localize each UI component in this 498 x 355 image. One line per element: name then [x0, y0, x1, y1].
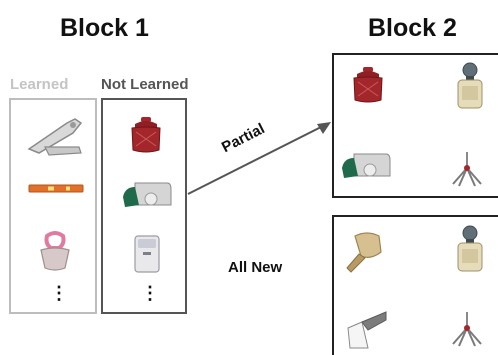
block-2-title: Block 2 [368, 14, 457, 42]
all-new-label: All New [228, 259, 283, 276]
lighter-icon [347, 311, 387, 349]
not-learned-box [101, 98, 187, 314]
multitool-icon [452, 152, 482, 187]
bottle-icon [457, 225, 483, 272]
tape-dispenser-icon [123, 182, 172, 207]
tape-dispenser-icon [342, 153, 391, 178]
block-1-title: Block 1 [60, 14, 149, 42]
partial-set-box [332, 53, 498, 198]
new-set-box [332, 215, 498, 355]
not-learned-label: Not Learned [101, 76, 189, 93]
red-jar-icon [131, 117, 161, 153]
learned-label: Learned [10, 76, 69, 93]
stapler-icon [27, 118, 83, 156]
bottle-icon [457, 62, 483, 109]
learned-more-indicator: ⋮ [50, 283, 68, 303]
dispenser-box-icon [134, 235, 160, 273]
partial-arrow [187, 122, 331, 195]
not-learned-more-indicator: ⋮ [141, 283, 159, 303]
scoop-icon [346, 232, 382, 273]
level-icon [28, 184, 84, 193]
bag-clip-icon [40, 231, 70, 271]
multitool-icon [452, 312, 482, 347]
red-jar-icon [353, 67, 383, 103]
learned-box [9, 98, 97, 314]
